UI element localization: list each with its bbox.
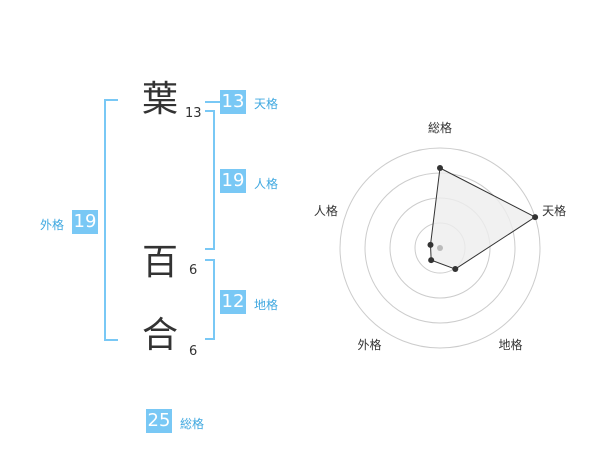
stroke-count-3: 6 — [189, 344, 198, 359]
soukaku-badge: 25 — [146, 409, 172, 433]
radar-axis-label: 天格 — [542, 203, 566, 218]
chikaku-bracket-top — [205, 259, 215, 261]
gaikaku-label: 外格 — [40, 218, 65, 232]
gaikaku-bracket-top — [104, 99, 118, 101]
jinkaku-badge: 19 — [220, 169, 246, 193]
radar-axis-label: 地格 — [499, 337, 523, 352]
tenkaku-connector — [205, 101, 220, 103]
radar-axis-label: 外格 — [357, 337, 381, 352]
gaikaku-bracket-vertical — [104, 99, 106, 341]
jinkaku-bracket-bottom — [205, 248, 215, 250]
radar-grid-ring — [339, 147, 541, 349]
jinkaku-bracket-top — [205, 110, 215, 112]
radar-point-3 — [452, 266, 459, 273]
radar-center-dot — [437, 245, 443, 251]
jinkaku-bracket-vertical — [213, 110, 215, 250]
jinkaku-label: 人格 — [254, 177, 279, 191]
name-char-2: 百 — [142, 242, 179, 283]
chikaku-badge: 12 — [220, 290, 246, 314]
chikaku-bracket-vertical — [213, 259, 215, 340]
radar-point-2 — [532, 214, 539, 221]
gaikaku-badge: 19 — [72, 210, 98, 234]
radar-axis-label: 人格 — [314, 203, 338, 218]
chikaku-label: 地格 — [254, 298, 279, 312]
radar-point-1 — [437, 165, 443, 171]
soukaku-label: 総格 — [180, 417, 205, 431]
chikaku-bracket-bottom — [205, 338, 215, 340]
name-char-1: 葉 — [142, 79, 179, 120]
radar-point-5 — [427, 241, 434, 248]
stroke-count-2: 6 — [189, 263, 198, 278]
stroke-count-1: 13 — [185, 106, 202, 121]
radar-data-polygon — [429, 167, 537, 270]
tenkaku-badge: 13 — [220, 90, 246, 114]
radar-point-4 — [428, 257, 435, 264]
radar-axis-label: 総格 — [428, 120, 452, 135]
gaikaku-bracket-bottom — [104, 339, 118, 341]
tenkaku-label: 天格 — [254, 97, 279, 111]
name-char-3: 合 — [142, 315, 179, 356]
